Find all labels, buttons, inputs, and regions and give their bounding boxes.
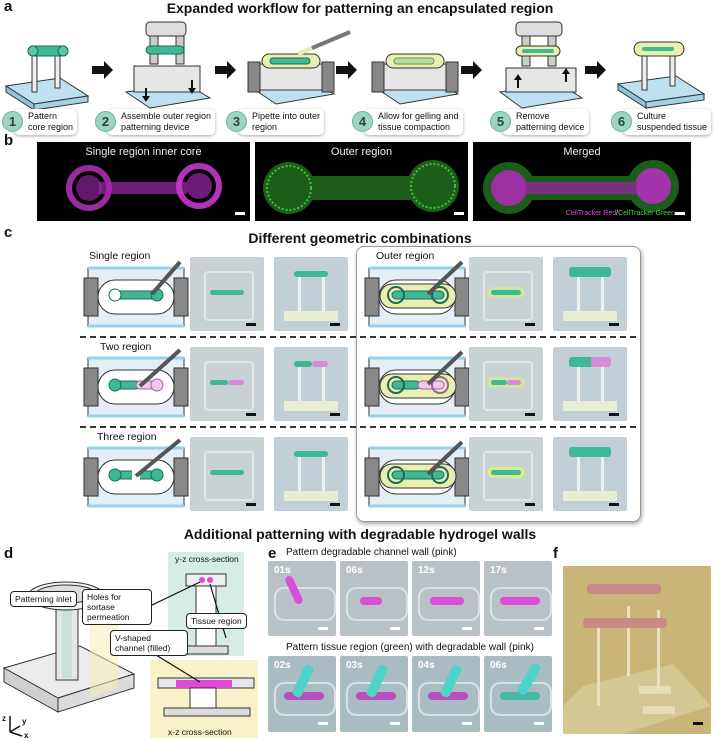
row1-title: Pattern degradable channel wall (pink)	[286, 547, 457, 558]
panel-label-e: e	[268, 545, 277, 562]
axis-y-label: y	[22, 717, 27, 726]
step-5-number: 5	[490, 111, 511, 132]
timelapse-frame: 12s	[412, 561, 480, 636]
row-divider	[80, 336, 636, 338]
timelapse-frame: 06s	[340, 561, 408, 636]
geometric-combinations-schematics	[82, 260, 471, 508]
step-1-number: 1	[2, 111, 23, 132]
panel-label-c: c	[4, 224, 13, 241]
panel-c-title: Different geometric combinations	[248, 230, 472, 246]
degradable-walls-title: Additional patterning with degradable hy…	[183, 526, 537, 542]
v-shaped-channel-label: V-shaped channel (filled)	[110, 630, 188, 656]
micrograph-title: Merged	[563, 146, 601, 158]
photo-single-top	[190, 257, 264, 331]
step-2-number: 2	[95, 111, 116, 132]
micrograph-inner-core: Single region inner core	[37, 142, 250, 221]
step-4-number: 4	[352, 111, 373, 132]
row-divider	[80, 426, 636, 428]
photo-two-top	[190, 347, 264, 421]
timelapse-frame: 04s	[412, 656, 480, 732]
photo-three-top	[190, 437, 264, 511]
photo-outer-three-side	[553, 437, 627, 511]
step2-illustration	[124, 21, 212, 109]
panel-label-a: a	[4, 0, 13, 15]
row-label-single: Single region	[89, 250, 151, 262]
photo-single-side	[274, 257, 348, 331]
yz-cross-section-label: y-z cross-section	[175, 554, 239, 564]
axis-x-label: x	[24, 731, 29, 740]
step-3-number: 3	[226, 111, 247, 132]
outer-region-box	[356, 246, 641, 522]
photo-three-side	[274, 437, 348, 511]
row-label-two: Two region	[100, 341, 152, 353]
timelapse-frame: 06s	[484, 656, 552, 732]
scale-bar	[454, 212, 464, 215]
timelapse-frame: 02s	[268, 656, 336, 732]
step1-illustration	[4, 45, 90, 111]
panel-a-title: Expanded workflow for patterning an enca…	[166, 0, 554, 16]
row2-title: Pattern tissue region (green) with degra…	[286, 642, 534, 653]
micrograph-title: Single region inner core	[85, 146, 202, 158]
axis-z-label: z	[2, 714, 6, 723]
micrograph-merged: Merged CellTracker Red/CellTracker Green	[473, 142, 691, 221]
photo-outer-two-side	[553, 347, 627, 421]
micrograph-outer-region: Outer region	[255, 142, 468, 221]
photo-two-side	[274, 347, 348, 421]
tissue-region-label: Tissue region	[186, 613, 247, 629]
step4-illustration	[371, 53, 460, 105]
timelapse-frame: 01s	[268, 561, 336, 636]
scale-bar	[235, 212, 245, 215]
step-6-number: 6	[611, 111, 632, 132]
micrograph-title: Outer region	[330, 146, 393, 158]
panel-label-b: b	[4, 132, 14, 149]
sortase-holes-label: Holes for sortase permeation	[82, 589, 152, 625]
step3-illustration	[247, 30, 351, 105]
photo-outer-two-top	[469, 347, 543, 421]
timelapse-frame: 03s	[340, 656, 408, 732]
scale-bar	[675, 212, 685, 215]
step5-illustration	[498, 21, 584, 109]
photo-outer-three-top	[469, 437, 543, 511]
row-label-outer: Outer region	[376, 250, 435, 262]
patterning-inlet-label: Patterning inlet	[10, 591, 77, 607]
xz-cross-section-label: x-z cross-section	[168, 727, 232, 737]
photo-patterned-tissue	[563, 566, 711, 734]
step6-illustration	[616, 41, 706, 109]
photo-outer-single-top	[469, 257, 543, 331]
panel-label-d: d	[4, 545, 14, 562]
timelapse-frame: 17s	[484, 561, 552, 636]
photo-outer-single-side	[553, 257, 627, 331]
panel-label-f: f	[553, 545, 558, 562]
row-label-three: Three region	[97, 431, 157, 443]
merged-legend: CellTracker Red/CellTracker Green	[565, 210, 675, 217]
workflow-illustrations	[4, 21, 706, 111]
